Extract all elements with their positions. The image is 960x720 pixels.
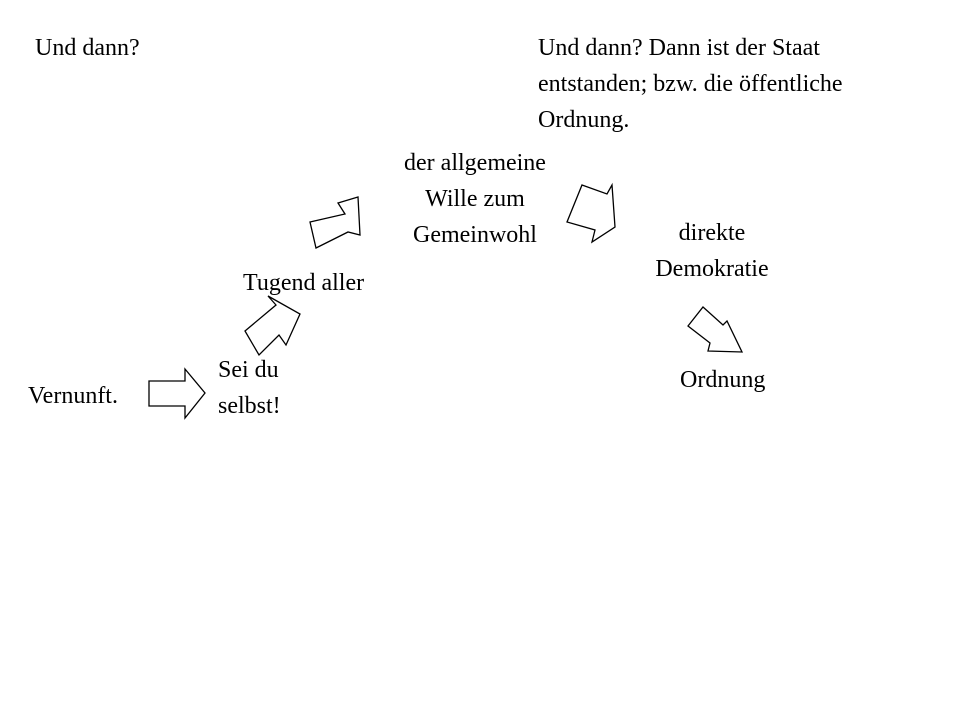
node-sei-du-selbst: Sei du selbst! [218, 352, 281, 424]
heading-right-line-2: entstanden; bzw. die öffentliche [538, 71, 843, 97]
arrow-up-right-icon [309, 196, 361, 249]
node-allgemeiner-wille-line-1: der allgemeine [404, 150, 546, 176]
arrow-right-icon [148, 367, 206, 420]
node-direkte-demokratie-line-1: direkte [678, 220, 746, 246]
node-sei-du-selbst-line-1: Sei du [218, 357, 279, 383]
heading-right-line-3: Ordnung. [538, 107, 630, 133]
node-allgemeiner-wille-line-3: Gemeinwohl [413, 222, 537, 248]
node-allgemeiner-wille-line-2: Wille zum [425, 186, 525, 212]
node-direkte-demokratie-line-2: Demokratie [655, 256, 769, 282]
node-direkte-demokratie: direkte Demokratie [622, 215, 802, 287]
heading-left: Und dann? [35, 35, 140, 61]
arrow-up-right-icon [244, 295, 301, 357]
heading-right: Und dann? Dann ist der Staat entstanden;… [538, 30, 843, 138]
arrow-down-right-icon [566, 182, 616, 244]
node-tugend-aller: Tugend aller [243, 270, 365, 296]
node-ordnung: Ordnung [680, 367, 766, 393]
arrow-down-icon [687, 306, 744, 353]
node-sei-du-selbst-line-2: selbst! [218, 393, 281, 419]
node-vernunft: Vernunft. [28, 383, 118, 409]
node-allgemeiner-wille: der allgemeine Wille zum Gemeinwohl [375, 145, 575, 253]
heading-right-line-1: Und dann? Dann ist der Staat [538, 35, 820, 61]
